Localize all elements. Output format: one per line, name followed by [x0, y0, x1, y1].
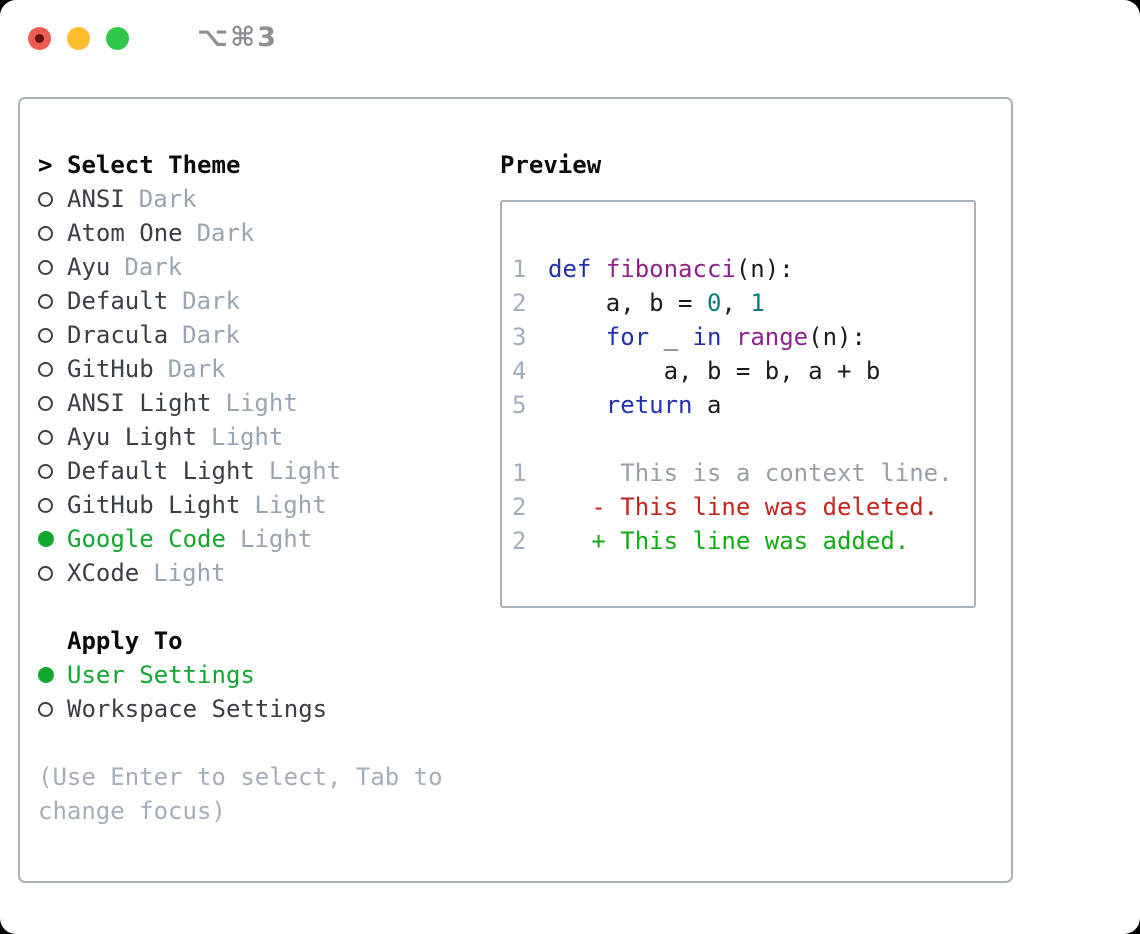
code-content: a, b = 0, 1	[548, 289, 765, 317]
code-segment: (n):	[808, 323, 866, 351]
theme-item-xcode[interactable]: XCode Light	[38, 556, 482, 590]
code-segment: - This line was deleted.	[548, 493, 939, 521]
minimize-button[interactable]	[67, 26, 90, 50]
theme-item-default[interactable]: Default Dark	[38, 284, 482, 318]
preview-header: Preview	[500, 148, 1011, 182]
theme-list: ANSI Dark Atom One Dark Ayu Dark Default…	[38, 182, 482, 590]
select-theme-title: Select Theme	[67, 151, 241, 179]
apply-option-user-settings[interactable]: User Settings	[38, 658, 482, 692]
code-segment: 0	[706, 289, 722, 317]
theme-item-github[interactable]: GitHub Dark	[38, 352, 482, 386]
apply-to-title: Apply To	[67, 627, 183, 655]
radio-icon	[38, 497, 53, 513]
code-line: 2 - This line was deleted.	[512, 490, 974, 524]
preview-column: Preview 1 def fibonacci(n): 2 a, b = 0, …	[482, 99, 1011, 881]
theme-item-ansi-light[interactable]: ANSI Light Light	[38, 386, 482, 420]
code-segment: ,	[721, 289, 751, 317]
code-segment: a	[692, 391, 722, 419]
code-segment: for	[605, 323, 650, 351]
radio-icon	[38, 701, 53, 717]
preview-title: Preview	[500, 151, 602, 179]
code-segment: a, b =	[548, 289, 707, 317]
code-segment: a, b = b, a + b	[548, 357, 881, 385]
radio-icon	[38, 463, 53, 479]
selection-cursor: >	[38, 151, 53, 179]
titlebar: ⌥⌘3	[28, 22, 1120, 53]
code-segment: _	[649, 323, 693, 351]
code-content: - This line was deleted.	[548, 493, 938, 521]
theme-item-default-light[interactable]: Default Light Light	[38, 454, 482, 488]
code-content: a, b = b, a + b	[548, 357, 881, 385]
select-theme-header: > Select Theme	[38, 148, 482, 182]
maximize-button[interactable]	[106, 26, 129, 50]
code-segment: This is a context line.	[548, 459, 953, 487]
radio-icon	[38, 531, 54, 547]
line-number: 2	[512, 527, 527, 555]
theme-list-column: > Select Theme ANSI Dark Atom One Dark A…	[20, 99, 482, 881]
code-segment: range	[735, 323, 809, 351]
code-segment	[721, 323, 735, 351]
theme-item-ayu-light[interactable]: Ayu Light Light	[38, 420, 482, 454]
line-number: 4	[512, 357, 527, 385]
code-segment	[548, 391, 606, 419]
code-segment	[548, 323, 606, 351]
code-line: 5 return a	[512, 388, 974, 422]
code-line: 3 for _ in range(n):	[512, 320, 974, 354]
code-segment: (n):	[735, 255, 794, 283]
help-text: (Use Enter to select, Tab to change focus…	[38, 760, 482, 828]
apply-to-list: User Settings Workspace Settings	[38, 658, 482, 726]
radio-icon	[38, 191, 53, 207]
theme-item-ansi[interactable]: ANSI Dark	[38, 182, 482, 216]
close-button-dot	[35, 33, 44, 43]
theme-item-ayu[interactable]: Ayu Dark	[38, 250, 482, 284]
line-number: 2	[512, 493, 527, 521]
code-line: 4 a, b = b, a + b	[512, 354, 974, 388]
window-title: ⌥⌘3	[197, 22, 278, 53]
line-number: 1	[512, 459, 527, 487]
code-line: 2 a, b = 0, 1	[512, 286, 974, 320]
code-content: return a	[548, 391, 722, 419]
line-number: 2	[512, 289, 527, 317]
code-content: def fibonacci(n):	[548, 255, 794, 283]
radio-icon	[38, 225, 53, 241]
code-segment: fibonacci	[605, 255, 736, 283]
apply-option-workspace-settings[interactable]: Workspace Settings	[38, 692, 482, 726]
apply-to-header: Apply To	[38, 624, 482, 658]
line-number: 3	[512, 323, 527, 351]
radio-icon	[38, 293, 53, 309]
code-line: 1 This is a context line.	[512, 456, 974, 490]
radio-icon	[38, 395, 53, 411]
code-segment	[591, 255, 605, 283]
theme-item-github-light[interactable]: GitHub Light Light	[38, 488, 482, 522]
code-segment: + This line was added.	[548, 527, 910, 555]
code-line: 1 def fibonacci(n):	[512, 252, 974, 286]
code-segment: def	[548, 255, 592, 283]
code-line: 2 + This line was added.	[512, 524, 974, 558]
code-content: This is a context line.	[548, 459, 953, 487]
close-button[interactable]	[28, 26, 51, 50]
code-content: for _ in range(n):	[548, 323, 866, 351]
line-number: 1	[512, 255, 527, 283]
radio-icon	[38, 667, 54, 683]
help-line: change focus)	[38, 797, 226, 825]
code-line	[512, 422, 974, 456]
preview-box: 1 def fibonacci(n): 2 a, b = 0, 1 3 for …	[500, 200, 976, 608]
help-line: (Use Enter to select, Tab to	[38, 763, 443, 791]
theme-item-dracula[interactable]: Dracula Dark	[38, 318, 482, 352]
theme-item-atom-one[interactable]: Atom One Dark	[38, 216, 482, 250]
theme-item-google-code[interactable]: Google Code Light	[38, 522, 482, 556]
code-content: + This line was added.	[548, 527, 909, 555]
code-segment: 1	[750, 289, 765, 317]
theme-picker-panel: > Select Theme ANSI Dark Atom One Dark A…	[18, 97, 1013, 883]
spacer	[38, 590, 482, 624]
radio-icon	[38, 361, 53, 377]
radio-icon	[38, 565, 53, 581]
radio-icon	[38, 429, 53, 445]
code-segment: return	[605, 391, 693, 419]
radio-icon	[38, 259, 53, 275]
line-number: 5	[512, 391, 527, 419]
radio-icon	[38, 327, 53, 343]
code-segment: in	[692, 323, 722, 351]
